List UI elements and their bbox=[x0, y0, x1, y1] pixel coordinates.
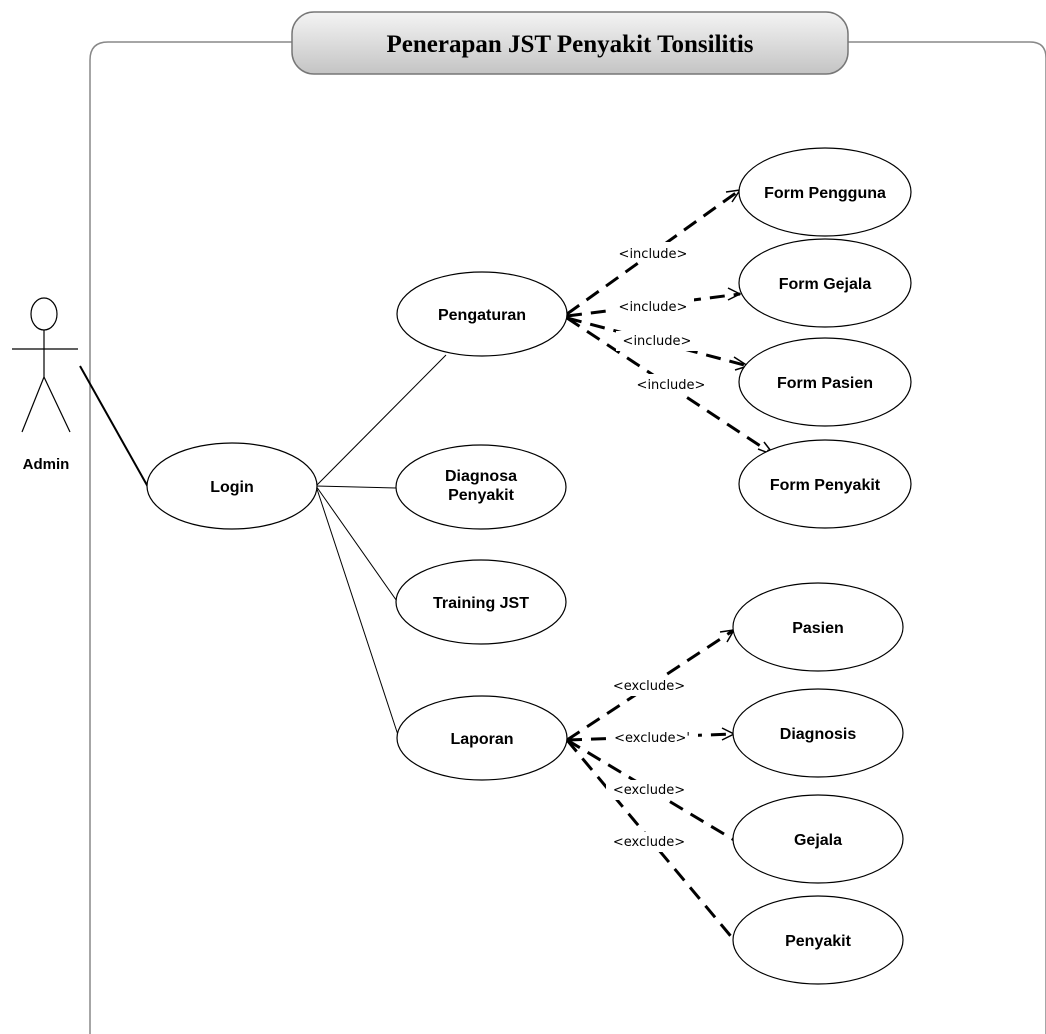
assoc-login-training bbox=[315, 485, 407, 615]
use-case-label-form-pasien: Form Pasien bbox=[777, 375, 873, 392]
use-case-label-form-gejala: Form Gejala bbox=[779, 276, 872, 293]
use-case-form-pasien[interactable] bbox=[738, 337, 912, 427]
assoc-login-pengaturan bbox=[315, 354, 447, 487]
use-case-label-penyakit: Penyakit bbox=[785, 933, 851, 950]
label-exclude-2: <exclude>' bbox=[614, 731, 690, 746]
assoc-login-diagnosa bbox=[315, 485, 397, 489]
use-case-label-pasien: Pasien bbox=[792, 620, 844, 637]
associations bbox=[79, 354, 447, 736]
label-bg bbox=[612, 242, 694, 262]
use-case-training-jst[interactable] bbox=[395, 559, 567, 645]
label-bg bbox=[630, 374, 712, 394]
label-bg bbox=[606, 832, 692, 852]
label-include-3: <include> bbox=[623, 334, 692, 349]
use-case-label-diagnosa-line2: Penyakit bbox=[448, 487, 514, 504]
use-case-laporan[interactable] bbox=[396, 695, 568, 781]
title-text: Penerapan JST Penyakit Tonsilitis bbox=[387, 31, 754, 58]
use-case-diagnosa-penyakit[interactable] bbox=[395, 444, 567, 530]
use-case-login[interactable] bbox=[146, 442, 318, 530]
actor-admin bbox=[12, 297, 78, 433]
label-include-1: <include> bbox=[619, 247, 688, 262]
label-bg bbox=[612, 296, 694, 316]
relation-labels: <include> <include> <include> <include> … bbox=[606, 242, 712, 852]
use-case-gejala[interactable] bbox=[732, 794, 904, 884]
label-include-2: <include> bbox=[619, 300, 688, 315]
use-case-form-penyakit[interactable] bbox=[738, 439, 912, 529]
label-bg bbox=[606, 676, 692, 696]
use-case-label-training: Training JST bbox=[433, 595, 529, 612]
use-case-penyakit[interactable] bbox=[732, 895, 904, 985]
use-case-label-form-pengguna: Form Pengguna bbox=[764, 185, 886, 202]
label-exclude-4: <exclude> bbox=[613, 835, 685, 850]
use-case-label-diagnosa-line1: Diagnosa bbox=[445, 468, 517, 485]
actor-label: Admin bbox=[23, 456, 70, 473]
use-case-diagnosis[interactable] bbox=[732, 688, 904, 778]
use-cases bbox=[146, 147, 912, 985]
include-arrowheads bbox=[725, 189, 777, 457]
label-bg bbox=[606, 728, 698, 748]
use-case-pengaturan[interactable] bbox=[396, 271, 568, 357]
use-case-labels: Login Pengaturan Diagnosa Penyakit Train… bbox=[210, 185, 886, 950]
actor-left-leg bbox=[21, 376, 45, 433]
use-case-form-pengguna[interactable] bbox=[738, 147, 912, 237]
diagram-title: Penerapan JST Penyakit Tonsilitis bbox=[291, 11, 849, 75]
use-case-label-gejala: Gejala bbox=[794, 832, 842, 849]
dep-include-form-gejala bbox=[566, 292, 741, 318]
assoc-admin-login bbox=[79, 365, 149, 488]
use-case-label-laporan: Laporan bbox=[450, 731, 513, 748]
actor-head bbox=[30, 297, 58, 331]
label-exclude-1: <exclude> bbox=[613, 679, 685, 694]
actor-right-leg bbox=[43, 376, 71, 433]
title-box bbox=[291, 11, 849, 75]
use-case-label-login: Login bbox=[210, 479, 254, 496]
include-dependencies bbox=[566, 188, 775, 457]
use-case-label-diagnosis: Diagnosis bbox=[780, 726, 857, 743]
use-case-label-form-penyakit: Form Penyakit bbox=[770, 477, 881, 494]
exclude-arrowheads bbox=[719, 629, 736, 741]
label-bg bbox=[606, 780, 692, 800]
arrowhead-form-gejala bbox=[727, 287, 742, 301]
label-include-4: <include> bbox=[637, 378, 706, 393]
label-exclude-3: <exclude> bbox=[613, 783, 685, 798]
label-bg bbox=[616, 331, 698, 351]
use-case-label-pengaturan: Pengaturan bbox=[438, 307, 526, 324]
dep-include-form-pasien bbox=[566, 316, 749, 368]
use-case-form-gejala[interactable] bbox=[738, 238, 912, 328]
assoc-login-laporan bbox=[315, 485, 399, 736]
use-case-pasien[interactable] bbox=[732, 582, 904, 672]
